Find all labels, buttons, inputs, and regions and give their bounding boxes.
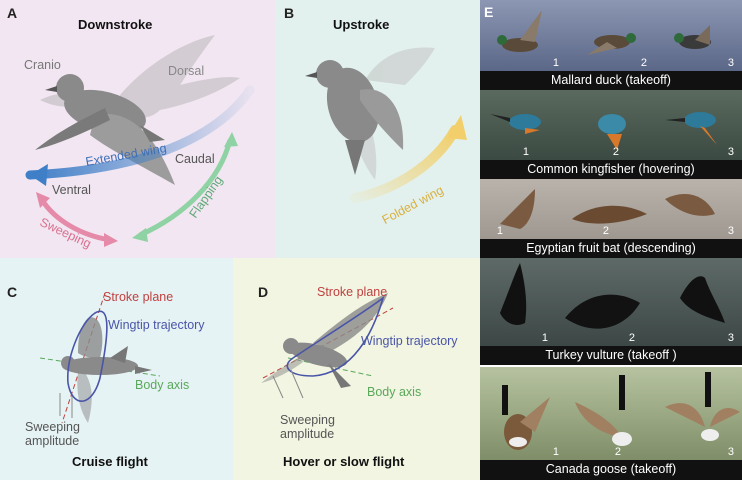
folded-wing-arrow <box>350 125 460 203</box>
frame-1: 1 <box>480 367 567 460</box>
label-ventral: Ventral <box>52 183 91 197</box>
panel-c-drawing <box>39 292 161 424</box>
panel-a-drawing <box>25 35 255 247</box>
frame-number: 3 <box>727 446 734 458</box>
panel-d-drawing <box>261 293 394 399</box>
panel-b-title: Upstroke <box>333 17 390 32</box>
frame-number: 1 <box>552 57 559 69</box>
label-d-wingtip-trajectory: Wingtip trajectory <box>361 334 458 348</box>
frame-1: 1 <box>480 90 567 160</box>
frame-3: 3 <box>655 0 742 71</box>
vulture-icon <box>680 276 725 323</box>
frame-number: 1 <box>552 446 559 458</box>
label-c-sweeping-amplitude: Sweeping amplitude <box>25 420 80 448</box>
caption-vulture: Turkey vulture (takeoff ) <box>480 346 742 365</box>
frame-number: 2 <box>628 332 635 344</box>
panel-c: C Stroke plane Wingtip trajectory Body a… <box>0 258 233 480</box>
duck-icon <box>497 10 542 52</box>
panel-a-title: Downstroke <box>78 17 153 32</box>
photo-row-mallard: 1 2 3 <box>480 0 742 71</box>
label-c-body-axis: Body axis <box>135 378 190 392</box>
bat-icon <box>665 194 715 216</box>
panel-b-drawing <box>305 47 467 203</box>
panel-b-letter: B <box>284 5 295 21</box>
caption-bat: Egyptian fruit bat (descending) <box>480 239 742 258</box>
label-cranio: Cranio <box>24 58 61 72</box>
label-c-stroke-plane: Stroke plane <box>103 290 174 304</box>
goose-icon <box>665 372 740 441</box>
wingtip-trajectory-path <box>67 310 108 402</box>
frame-number: 2 <box>602 225 609 237</box>
frame-number: 2 <box>612 146 619 158</box>
frame-number: 3 <box>727 332 734 344</box>
frame-number: 1 <box>541 332 548 344</box>
frame-3: 3 <box>655 367 742 460</box>
panel-d: D Stroke plane Wingtip trajectory Body a… <box>233 258 480 480</box>
extended-wing-arrowhead <box>30 164 48 186</box>
goose-icon <box>575 375 632 446</box>
label-d-body-axis: Body axis <box>367 385 422 399</box>
photo-row-bat: 1 2 3 <box>480 179 742 239</box>
frame-2: 2 <box>567 90 655 160</box>
frame-1: 1 <box>480 258 550 346</box>
photo-row-goose: 1 2 3 <box>480 367 742 460</box>
panel-a-letter: A <box>7 5 18 21</box>
frame-number: 2 <box>640 57 647 69</box>
sweeping-arrow <box>39 198 111 243</box>
frame-number: 3 <box>727 146 734 158</box>
caption-kingfisher: Common kingfisher (hovering) <box>480 160 742 179</box>
d-wingtip-trajectory-path <box>286 295 385 377</box>
frame-2: 2 <box>567 179 655 239</box>
panel-d-title: Hover or slow flight <box>283 454 405 469</box>
vulture-icon <box>565 294 640 329</box>
duck-icon <box>674 25 711 49</box>
panel-e-letter: E <box>484 4 494 20</box>
frame-3: 3 <box>655 90 742 160</box>
flapping-arrow <box>138 139 233 238</box>
goose-icon <box>502 385 550 450</box>
label-d-sweeping-amplitude: Sweeping amplitude <box>280 413 335 441</box>
kingfisher-icon <box>598 114 626 150</box>
frame-number: 2 <box>614 446 621 458</box>
frame-1: 1 <box>480 179 567 239</box>
bird-cruise-icon <box>61 317 152 423</box>
caption-goose: Canada goose (takeoff) <box>480 460 742 480</box>
label-dorsal: Dorsal <box>168 64 205 78</box>
photo-row-vulture: 1 2 3 <box>480 258 742 346</box>
duck-icon <box>587 33 636 55</box>
panel-a: A Downstroke Cranio Dorsal Caudal Ventra… <box>0 0 275 258</box>
panel-c-title: Cruise flight <box>72 454 148 469</box>
extended-wing-arrow <box>25 85 255 180</box>
label-caudal: Caudal <box>175 152 215 166</box>
frame-number: 1 <box>496 225 503 237</box>
panel-b: B Upstroke Folded wing <box>275 0 480 258</box>
kingfisher-icon <box>665 112 717 145</box>
label-d-stroke-plane: Stroke plane <box>317 285 388 299</box>
vulture-icon <box>500 263 527 325</box>
frame-3: 3 <box>655 179 742 239</box>
frame-3: 3 <box>660 258 742 346</box>
frame-2: 2 <box>567 0 655 71</box>
kingfisher-icon <box>490 114 541 134</box>
frame-number: 1 <box>522 146 529 158</box>
frame-number: 3 <box>727 225 734 237</box>
panel-d-letter: D <box>258 284 269 300</box>
frame-2: 2 <box>567 367 655 460</box>
panel-c-letter: C <box>7 284 18 300</box>
label-c-wingtip-trajectory: Wingtip trajectory <box>108 318 205 332</box>
frame-2: 2 <box>555 258 655 346</box>
photo-row-kingfisher: 1 2 3 <box>480 90 742 160</box>
bat-icon <box>500 189 535 229</box>
frame-1: 1 <box>480 0 567 71</box>
bat-icon <box>572 205 647 224</box>
caption-mallard: Mallard duck (takeoff) <box>480 71 742 90</box>
bird-downstroke-icon <box>35 74 175 185</box>
frame-number: 3 <box>727 57 734 69</box>
bird-upstroke-icon <box>305 47 435 180</box>
folded-wing-arrowhead <box>447 115 467 140</box>
